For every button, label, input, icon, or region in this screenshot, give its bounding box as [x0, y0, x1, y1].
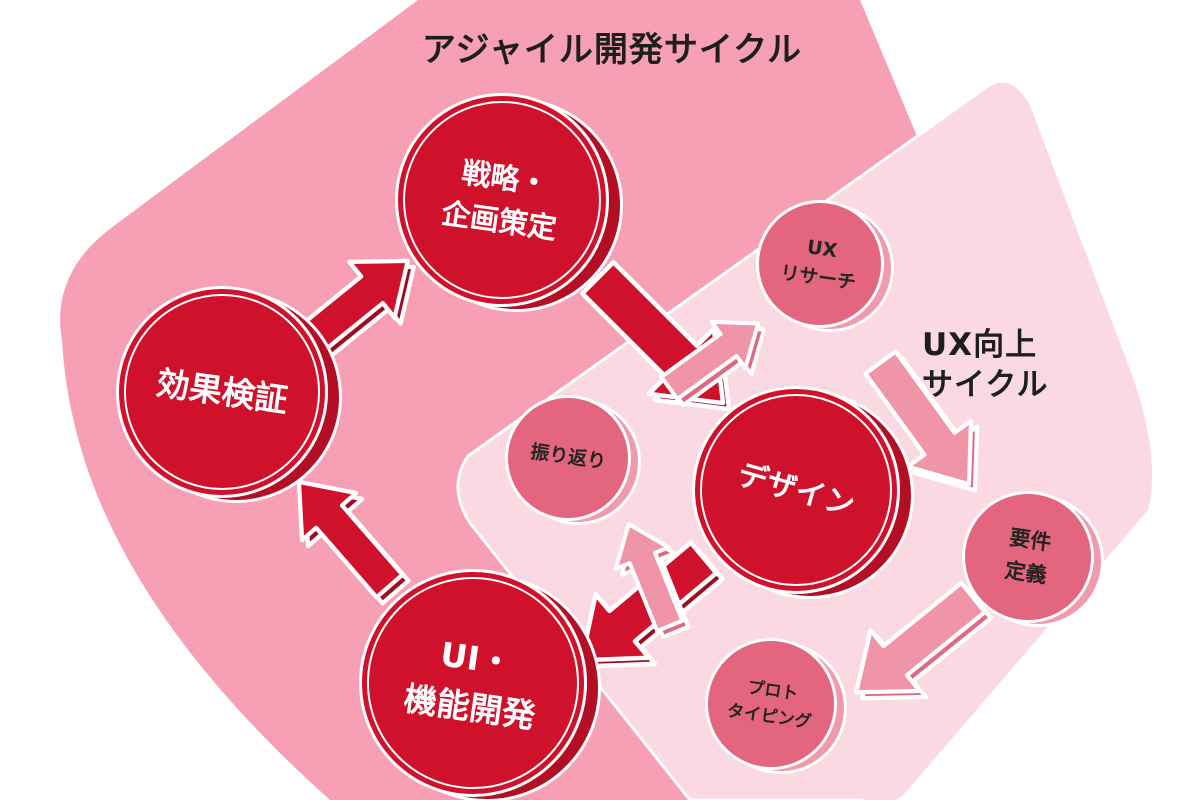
sub-title-line1: UX向上: [922, 327, 1038, 363]
node-ui-dev-label: UI・ 機能開発: [401, 633, 538, 736]
node-retrospective: 振り返り: [505, 395, 641, 525]
node-ux-research: UX リサーチ: [756, 200, 894, 332]
node-requirements-disc: [962, 491, 1094, 623]
node-ui-dev-disc: [359, 569, 587, 797]
node-design-label: デザイン: [733, 456, 859, 524]
main-title: アジャイル開発サイクル: [421, 30, 803, 70]
node-design-disc: [692, 386, 900, 594]
node-retrospective-label: 振り返り: [528, 441, 608, 474]
node-strategy-disc: [395, 93, 609, 307]
node-ux-research-label: UX リサーチ: [778, 235, 858, 295]
sub-title-line2: サイクル: [922, 366, 1049, 403]
node-prototyping: プロト タイピング: [705, 638, 847, 774]
node-strategy-label: 戦略・ 企画策定: [439, 154, 559, 246]
node-ux-research-disc: [756, 200, 884, 328]
node-ui-dev: UI・ 機能開発: [359, 569, 601, 800]
node-design: デザイン: [692, 386, 914, 599]
node-requirements: 要件 定義: [962, 491, 1104, 627]
node-prototyping-disc: [705, 638, 837, 770]
node-verification-disc: [116, 286, 328, 498]
sub-title: UX向上 サイクル: [922, 326, 1048, 405]
node-strategy: 戦略・ 企画策定: [395, 93, 623, 312]
node-requirements-label: 要件 定義: [1003, 525, 1053, 588]
node-verification-label: 効果検証: [153, 363, 291, 421]
node-prototyping-label: プロト タイピング: [725, 677, 813, 733]
node-retrospective-disc: [505, 395, 631, 521]
node-verification: 効果検証: [116, 286, 342, 503]
